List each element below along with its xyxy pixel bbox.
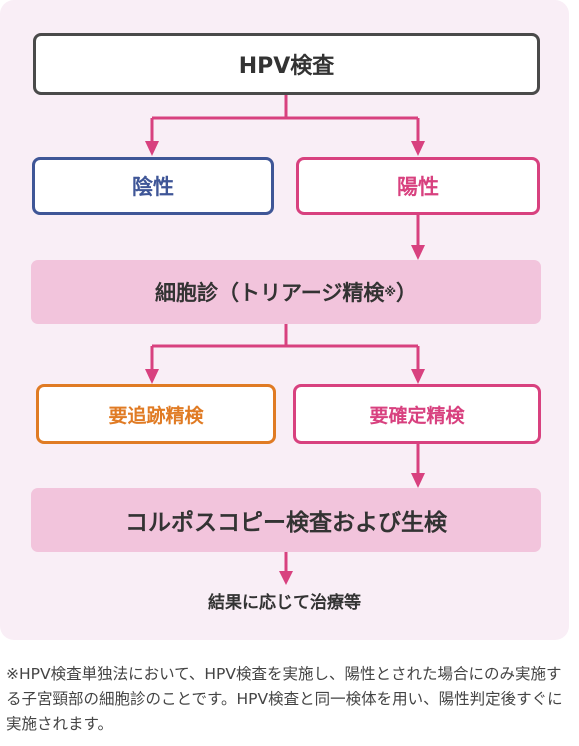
- negative-box: 陰性: [32, 157, 274, 215]
- arrowhead-negative: [145, 141, 159, 156]
- arrowhead-confirm: [411, 369, 425, 384]
- cytology-label-close: ）: [396, 281, 417, 305]
- arrowhead-positive: [411, 141, 425, 156]
- footnote: ※HPV検査単独法において、HPV検査を実施し、陽性とされた場合にのみ実施する子…: [6, 665, 563, 733]
- positive-box: 陽性: [296, 157, 540, 215]
- connector-hpv-split: [150, 95, 420, 142]
- follow-up-label: 要追跡精検: [108, 404, 204, 427]
- arrowhead-cytology: [411, 245, 425, 260]
- flow-arrows: [145, 95, 425, 585]
- flowchart-panel: HPV検査 陰性 陽性 細胞診（トリアージ精検※） 要追跡精検 要確定精検 コル…: [0, 0, 569, 640]
- arrowhead-colposcopy: [411, 473, 425, 488]
- hpv-test-label: HPV検査: [238, 54, 335, 79]
- positive-label: 陽性: [397, 175, 439, 199]
- colposcopy-box: コルポスコピー検査および生検: [31, 488, 541, 552]
- result-text: 結果に応じて治療等: [208, 593, 361, 613]
- negative-label: 陰性: [132, 175, 174, 199]
- cytology-box: 細胞診（トリアージ精検※）: [31, 260, 541, 324]
- cytology-note-mark: ※: [384, 285, 396, 299]
- arrowhead-follow-up: [145, 369, 159, 384]
- confirm-exam-label: 要確定精検: [369, 404, 465, 427]
- colposcopy-label: コルポスコピー検査および生検: [125, 510, 447, 536]
- cytology-label: 細胞診（トリアージ精検: [155, 281, 385, 305]
- hpv-test-box: HPV検査: [33, 33, 540, 95]
- follow-up-box: 要追跡精検: [36, 384, 276, 444]
- arrowhead-result: [279, 571, 293, 585]
- connector-cyto-split: [150, 324, 420, 370]
- confirm-exam-box: 要確定精検: [293, 384, 541, 444]
